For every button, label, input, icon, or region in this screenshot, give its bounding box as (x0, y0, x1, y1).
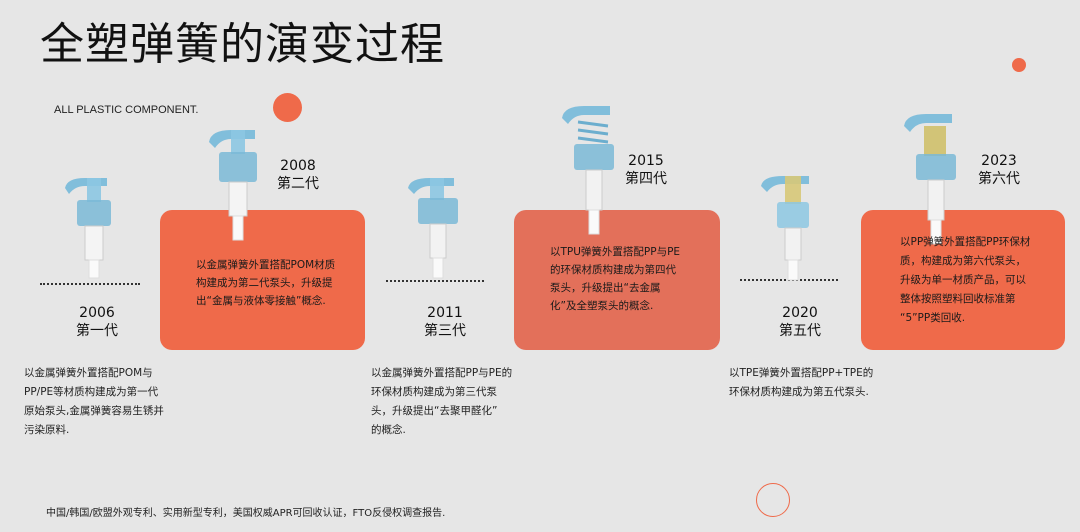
desc-line: 泵头，升级提出“去金属 (550, 282, 661, 294)
desc-gen1: 以金属弹簧外置搭配POM与 PP/PE等材质构建成为第一代 原始泵头,金属弹簧容… (24, 364, 164, 440)
year-gen3: 2011 (427, 305, 463, 321)
desc-gen4: 以TPU弹簧外置搭配PP与PE 的环保材质构建成为第四代 泵头，升级提出“去金属… (550, 243, 680, 315)
desc-line: 的环保材质构建成为第四代 (550, 264, 676, 276)
gen-label-gen3: 第三代 (424, 323, 466, 339)
card-gen6 (861, 210, 1065, 350)
desc-line: 环保材质构建成为第五代泵头. (729, 386, 869, 398)
desc-line: 质，构建成为第六代泵头， (900, 255, 1026, 267)
pump-gen4-image (562, 106, 614, 235)
desc-line: PP/PE等材质构建成为第一代 (24, 386, 159, 398)
page-subtitle: ALL PLASTIC COMPONENT. (54, 104, 199, 116)
desc-line: 出“金属与液体零接触”概念. (196, 295, 326, 307)
desc-line: 化”及全塑泵头的概念. (550, 300, 654, 312)
gen-label-gen4: 第四代 (625, 171, 667, 187)
year-gen4: 2015 (628, 153, 664, 169)
desc-gen3: 以金属弹簧外置搭配PP与PE的 环保材质构建成为第三代泵 头，升级提出“去聚甲醛… (371, 364, 512, 440)
desc-line: 以金属弹簧外置搭配PP与PE的 (371, 367, 513, 379)
desc-line: “5”PP类回收. (900, 312, 966, 324)
desc-line: 以金属弹簧外置搭配POM材质 (196, 259, 336, 271)
card-gen4 (514, 210, 720, 350)
decor-ring (756, 483, 790, 517)
desc-line: 构建成为第二代泵头，升级提 (196, 277, 333, 289)
decor-dot-large (273, 93, 302, 122)
desc-gen2: 以金属弹簧外置搭配POM材质 构建成为第二代泵头，升级提 出“金属与液体零接触”… (196, 256, 335, 310)
desc-line: 以PP弹簧外置搭配PP环保材 (900, 236, 1031, 248)
year-gen2: 2008 (280, 158, 316, 174)
desc-line: 原始泵头,金属弹簧容易生锈并 (24, 405, 164, 417)
gen-label-gen5: 第五代 (779, 323, 821, 339)
pump-gen2-image (209, 130, 257, 241)
pump-gen6-image (904, 114, 956, 245)
page-title: 全塑弹簧的演变过程 (40, 19, 445, 70)
year-gen6: 2023 (981, 153, 1017, 169)
pump-gen1-image (65, 178, 111, 279)
gen-label-gen6: 第六代 (978, 171, 1020, 187)
desc-gen5: 以TPE弹簧外置搭配PP+TPE的 环保材质构建成为第五代泵头. (729, 364, 873, 402)
gen-label-gen2: 第二代 (277, 176, 319, 192)
card-gen2 (160, 210, 365, 350)
desc-line: 升级为单一材质产品，可以 (900, 274, 1026, 286)
desc-line: 污染原料. (24, 424, 70, 436)
pump-gen3-image (408, 178, 458, 279)
dotted-line-gen1 (40, 283, 140, 285)
desc-line: 以TPU弹簧外置搭配PP与PE (550, 246, 681, 258)
desc-line: 整体按照塑料回收标准第 (900, 293, 1016, 305)
year-gen5: 2020 (782, 305, 818, 321)
desc-gen6: 以PP弹簧外置搭配PP环保材 质，构建成为第六代泵头， 升级为单一材质产品，可以… (900, 233, 1030, 328)
desc-line: 环保材质构建成为第三代泵 (371, 386, 497, 398)
desc-line: 以TPE弹簧外置搭配PP+TPE的 (729, 367, 874, 379)
dotted-line-gen3 (386, 280, 484, 282)
desc-line: 的概念. (371, 424, 406, 436)
pump-gen5-image (761, 176, 809, 281)
gen-label-gen1: 第一代 (76, 323, 118, 339)
year-gen1: 2006 (79, 305, 115, 321)
footer-note: 中国/韩国/欧盟外观专利、实用新型专利，美国权威APR可回收认证，FTO反侵权调… (46, 508, 446, 519)
decor-dot-small (1012, 58, 1026, 72)
desc-line: 以金属弹簧外置搭配POM与 (24, 367, 153, 379)
desc-line: 头，升级提出“去聚甲醛化” (371, 405, 498, 417)
